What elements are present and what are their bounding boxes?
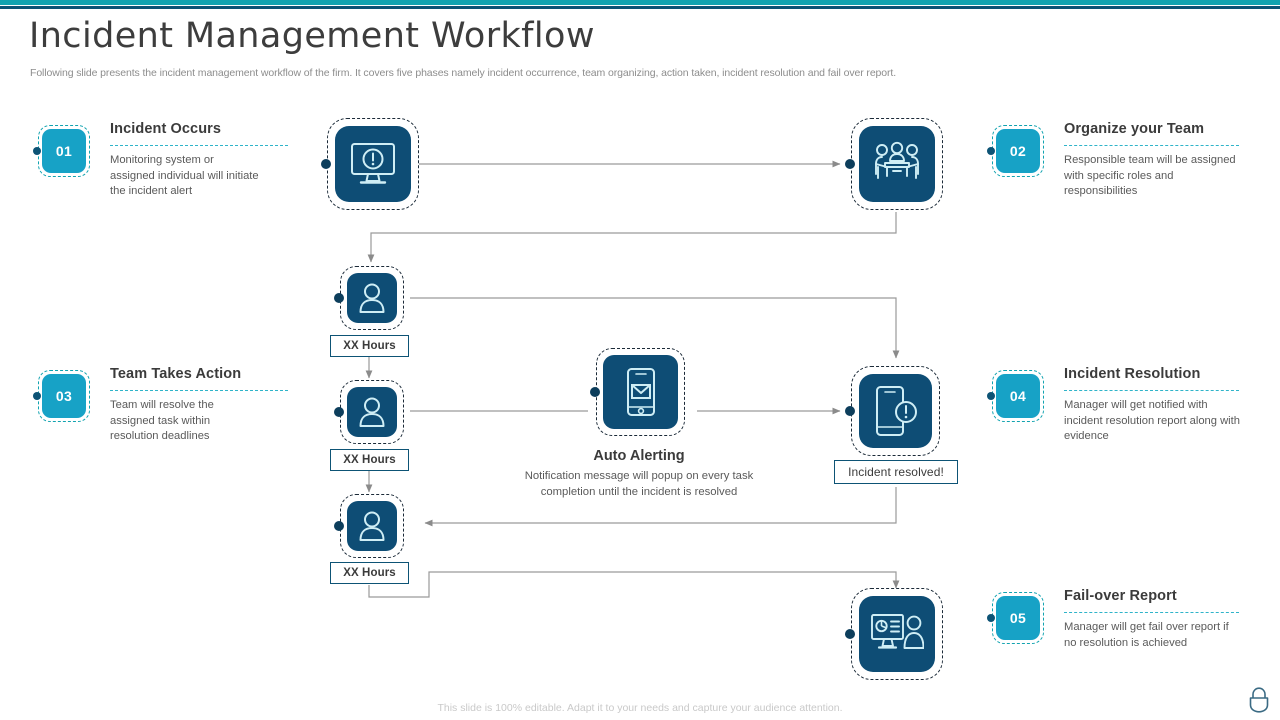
- flow-node-failover-dot: [845, 629, 855, 639]
- flow-node-task-1[interactable]: [334, 266, 404, 330]
- step-description-03: Team will resolve the assigned task with…: [110, 399, 214, 442]
- flow-node-resolution-dot: [845, 406, 855, 416]
- step-number-04: 04: [996, 374, 1040, 418]
- flow-node-task-2[interactable]: [334, 380, 404, 444]
- flow-node-task-1-fill: [347, 273, 397, 323]
- step-number-01: 01: [42, 129, 86, 173]
- step-connector-dot-02: [987, 147, 995, 155]
- user-icon: [359, 283, 385, 313]
- flow-node-incident-fill: [335, 126, 411, 202]
- lock-icon: [1249, 687, 1269, 713]
- step-number-02: 02: [996, 129, 1040, 173]
- flow-node-failover[interactable]: [845, 588, 943, 680]
- page-subtitle: Following slide presents the incident ma…: [30, 67, 897, 79]
- user-icon: [359, 511, 385, 541]
- step-divider-01: [110, 145, 288, 146]
- auto-alerting-title: Auto Alerting: [593, 448, 685, 464]
- step-description-04: Manager will get notified with incident …: [1064, 399, 1240, 442]
- flow-node-task-3-border: [340, 494, 404, 558]
- flow-node-team-fill: [859, 126, 935, 202]
- step-title-03: Team Takes Action: [110, 366, 242, 382]
- flow-node-task-2-dot: [334, 407, 344, 417]
- step-badge-03: 03: [38, 370, 90, 422]
- step-connector-dot-05: [987, 614, 995, 622]
- step-connector-dot-03: [33, 392, 41, 400]
- top-accent-bar-navy: [0, 6, 1280, 9]
- phone-mail-icon: [626, 368, 655, 416]
- flow-node-incident-dot: [321, 159, 331, 169]
- step-divider-03: [110, 390, 288, 391]
- flow-node-resolution-border: [851, 366, 940, 456]
- step-description-05: Manager will get fail over report if no …: [1064, 621, 1229, 649]
- step-divider-04: [1064, 390, 1239, 391]
- flow-node-alerting-fill: [603, 355, 678, 429]
- team-meeting-icon: [875, 141, 919, 179]
- flow-node-team-dot: [845, 159, 855, 169]
- monitor-alert-icon: [351, 143, 395, 184]
- auto-alerting-caption: Auto Alerting Notification message will …: [509, 448, 769, 500]
- flow-node-task-3-fill: [347, 501, 397, 551]
- step-badge-02: 02: [992, 125, 1044, 177]
- flow-node-failover-border: [851, 588, 943, 680]
- step-title-05: Fail-over Report: [1064, 588, 1177, 604]
- step-number-05: 05: [996, 596, 1040, 640]
- step-title-04: Incident Resolution: [1064, 366, 1201, 382]
- flow-node-task-2-fill: [347, 387, 397, 437]
- report-person-icon: [871, 614, 924, 649]
- step-badge-01: 01: [38, 125, 90, 177]
- step-divider-02: [1064, 145, 1239, 146]
- tag-hours-1: XX Hours: [330, 335, 409, 357]
- flow-node-alerting-dot: [590, 387, 600, 397]
- step-badge-05: 05: [992, 592, 1044, 644]
- flow-node-task-1-border: [340, 266, 404, 330]
- step-description-01: Monitoring system or assigned individual…: [110, 154, 259, 197]
- flow-node-resolution-fill: [859, 374, 932, 448]
- step-title-01: Incident Occurs: [110, 121, 222, 137]
- auto-alerting-description: Notification message will popup on every…: [524, 470, 754, 498]
- step-number-03: 03: [42, 374, 86, 418]
- flow-node-task-1-dot: [334, 293, 344, 303]
- phone-alert-icon: [875, 386, 917, 436]
- flow-node-resolution[interactable]: [845, 366, 940, 456]
- step-connector-dot-01: [33, 147, 41, 155]
- user-icon: [359, 397, 385, 427]
- flow-node-team[interactable]: [845, 118, 943, 210]
- flow-node-task-3[interactable]: [334, 494, 404, 558]
- step-description-02: Responsible team will be assigned with s…: [1064, 154, 1236, 197]
- tag-hours-2: XX Hours: [330, 449, 409, 471]
- tag-hours-3: XX Hours: [330, 562, 409, 584]
- flow-node-alerting-border: [596, 348, 685, 436]
- flow-node-incident[interactable]: [321, 118, 419, 210]
- footer-note: This slide is 100% editable. Adapt it to…: [437, 702, 843, 714]
- flow-node-incident-border: [327, 118, 419, 210]
- step-divider-05: [1064, 612, 1239, 613]
- tag-incident-resolved: Incident resolved!: [834, 460, 958, 484]
- flow-node-team-border: [851, 118, 943, 210]
- top-accent-bar-teal: [0, 0, 1280, 5]
- flow-node-task-3-dot: [334, 521, 344, 531]
- page-title: Incident Management Workflow: [29, 16, 595, 56]
- step-badge-04: 04: [992, 370, 1044, 422]
- flow-node-alerting[interactable]: [590, 348, 685, 436]
- flow-node-failover-fill: [859, 596, 935, 672]
- step-title-02: Organize your Team: [1064, 121, 1205, 137]
- step-connector-dot-04: [987, 392, 995, 400]
- flow-node-task-2-border: [340, 380, 404, 444]
